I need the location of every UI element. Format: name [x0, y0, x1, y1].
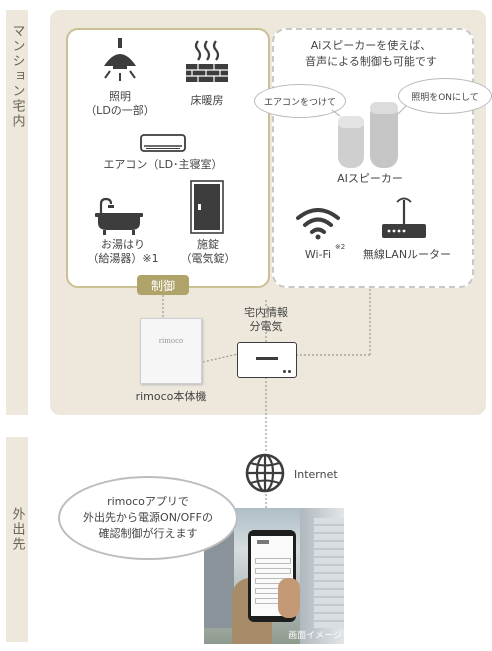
- line-rimoco-panel: [202, 353, 239, 363]
- app-speech-bubble: rimocoアプリで 外出先から電源ON/OFFの 確認制御が行えます: [58, 476, 238, 560]
- image-caption: 画面イメージ: [288, 631, 342, 641]
- wifi-icon: [296, 208, 340, 240]
- control-panel: [66, 28, 270, 288]
- ceiling-light-icon: [104, 38, 136, 81]
- wifi-note: ※2: [334, 243, 346, 251]
- lock-label: 施錠 （電気錠）: [180, 238, 236, 265]
- speech-bubble-right-text: 照明をONにして: [411, 92, 479, 103]
- floor-heating-icon: [186, 40, 228, 82]
- router-label: 無線LANルーター: [362, 248, 452, 261]
- ai-speaker-icon: [331, 102, 407, 168]
- outside-label-text: 外出先: [9, 507, 25, 552]
- ai-headline: Aiスピーカーを使えば、 音声による制御も可能です: [305, 39, 437, 68]
- router-icon: [382, 197, 426, 238]
- distribution-panel-label: 宅内情報 分電気: [244, 306, 288, 333]
- internet-label: Internet: [294, 468, 338, 481]
- wifi-label: Wi-Fi: [304, 248, 332, 261]
- bathtub-icon: [95, 197, 143, 235]
- air-conditioner-icon: [140, 134, 186, 152]
- rimoco-unit-logo: rimoco: [158, 337, 184, 345]
- outside-side-label: 外出先: [6, 437, 28, 642]
- ai-speaker-label: AIスピーカー: [337, 172, 403, 185]
- lighting-label: 照明 （LDの一部）: [85, 90, 155, 117]
- bath-label: お湯はり （給湯器）※1: [87, 238, 159, 265]
- inside-side-label: マンション宅内: [6, 10, 28, 415]
- smartphone-device: [248, 530, 296, 622]
- app-bubble-text: rimocoアプリで 外出先から電源ON/OFFの 確認制御が行えます: [83, 495, 213, 540]
- speech-bubble-left-text: エアコンをつけて: [263, 97, 336, 108]
- distribution-panel-icon: [237, 342, 297, 378]
- speech-bubble-right: 照明をONにして: [398, 78, 492, 114]
- door-lock-icon: [190, 180, 224, 234]
- aircon-label: エアコン（LD･主寝室）: [103, 158, 223, 171]
- control-tag: 制御: [137, 275, 189, 295]
- globe-icon: [245, 453, 285, 493]
- rimoco-label: rimoco本体機: [135, 390, 207, 403]
- inside-label-text: マンション宅内: [9, 24, 25, 129]
- floor-heating-label: 床暖房: [190, 94, 224, 107]
- speech-bubble-left: エアコンをつけて: [254, 84, 346, 118]
- rimoco-unit-image: rimoco: [140, 318, 202, 384]
